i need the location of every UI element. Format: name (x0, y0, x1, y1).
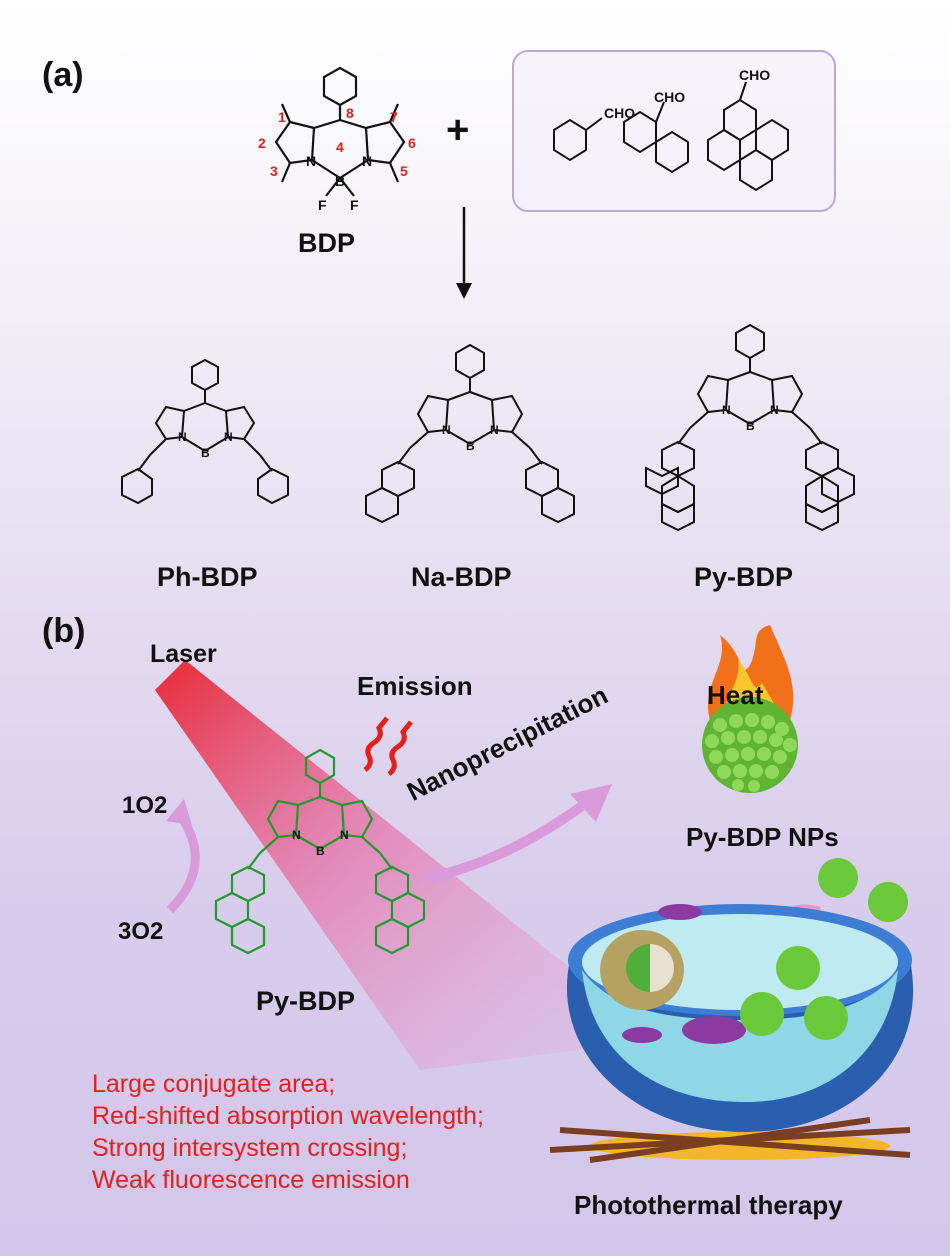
reaction-arrow (456, 207, 472, 299)
svg-text:CHO: CHO (739, 67, 770, 83)
svg-text:N: N (442, 423, 451, 437)
nanoprecipitation-arrow (426, 784, 612, 883)
panel-b-label: (b) (42, 612, 86, 650)
py-bdp-top-label: Py-BDP (694, 562, 794, 592)
cell-bowl-illustration (549, 858, 914, 1163)
svg-text:B: B (466, 439, 475, 453)
na-bdp-structure: N N B (365, 343, 575, 524)
emission-label: Emission (357, 671, 473, 701)
panel-a-label: (a) (42, 56, 84, 94)
feature-item: Red-shifted absorption wavelength; (92, 1102, 484, 1130)
svg-text:3: 3 (270, 163, 278, 179)
svg-text:N: N (770, 403, 779, 417)
svg-text:N: N (490, 423, 499, 437)
svg-text:1: 1 (278, 109, 286, 125)
oxygen-conversion-arrow (166, 799, 200, 914)
svg-text:N: N (224, 430, 233, 444)
laser-label: Laser (150, 640, 217, 668)
svg-text:4: 4 (336, 139, 344, 155)
svg-text:CHO: CHO (604, 105, 635, 121)
svg-text:N: N (178, 430, 187, 444)
svg-text:N: N (340, 828, 349, 842)
py-bdp-structure: N N B (645, 323, 855, 532)
svg-text:2: 2 (258, 135, 266, 151)
svg-text:7: 7 (390, 109, 398, 125)
plus-sign: + (446, 108, 470, 152)
features-list: Large conjugate area; Red-shifted absorp… (92, 1068, 484, 1196)
svg-text:B: B (316, 844, 325, 858)
svg-text:F: F (318, 197, 327, 213)
heat-label: Heat (707, 680, 764, 710)
py-bdp-green-structure: N N B (214, 748, 426, 955)
svg-text:5: 5 (400, 163, 408, 179)
nps-label: Py-BDP NPs (686, 822, 839, 852)
svg-text:6: 6 (408, 135, 416, 151)
aldehyde-box: CHO CHO CHO (512, 50, 836, 212)
svg-text:CHO: CHO (654, 89, 685, 105)
feature-item: Strong intersystem crossing; (92, 1134, 408, 1162)
na-bdp-label: Na-BDP (411, 562, 512, 592)
svg-text:N: N (362, 153, 372, 169)
bdp-structure: N N B F F 1 2 3 4 5 6 7 8 (258, 66, 416, 213)
svg-text:N: N (722, 403, 731, 417)
svg-text:8: 8 (346, 105, 354, 121)
py-bdp-bottom-label: Py-BDP (256, 986, 356, 1016)
bdp-label: BDP (298, 228, 356, 258)
ph-bdp-structure: N N B (121, 358, 289, 505)
emission-wave-icon (363, 716, 413, 776)
svg-text:F: F (350, 197, 359, 213)
laser-beam (155, 660, 660, 1070)
therapy-label: Photothermal therapy (574, 1190, 843, 1220)
svg-text:B: B (201, 446, 210, 460)
svg-text:B: B (335, 173, 345, 189)
svg-text:B: B (746, 419, 755, 433)
svg-text:N: N (292, 828, 301, 842)
singlet-oxygen-label: 1O2 (122, 792, 168, 819)
triplet-oxygen-label: 3O2 (118, 918, 164, 945)
nanoparticle-heat-icon (702, 625, 798, 793)
feature-item: Weak fluorescence emission (92, 1166, 410, 1194)
svg-text:N: N (306, 153, 316, 169)
ph-bdp-label: Ph-BDP (157, 562, 258, 592)
feature-item: Large conjugate area; (92, 1070, 336, 1098)
